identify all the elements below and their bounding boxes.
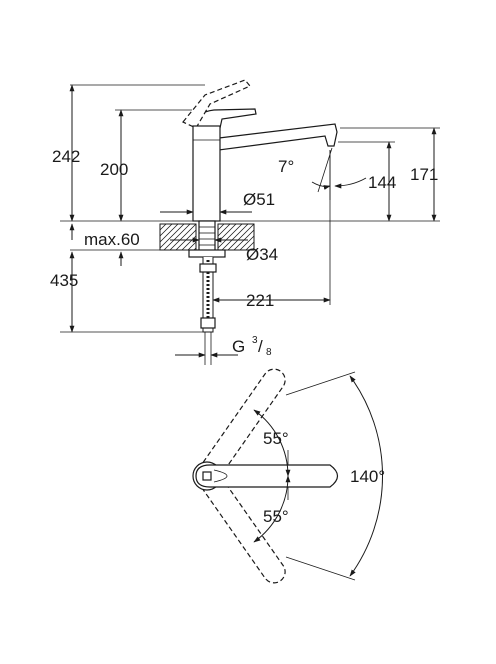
- faucet-top-handle: [195, 464, 339, 488]
- counter-hatch-line: [159, 223, 179, 243]
- counter-hatch-line: [217, 223, 225, 231]
- angle-7-dimension: 7°: [278, 147, 367, 200]
- dim-51-label: Ø51: [243, 190, 275, 209]
- dim-171-label: 171: [410, 165, 438, 184]
- supply-hoses: [199, 257, 217, 365]
- thread-dimension: G 3 / 8: [175, 335, 272, 358]
- side-view: 242 200 171 144 7°: [50, 79, 440, 365]
- height-171-dimension: 171: [410, 127, 438, 222]
- angle-total-label: 140°: [350, 467, 385, 486]
- counter-hatch-line: [169, 223, 197, 251]
- angle-upper-label: 55°: [263, 429, 289, 448]
- counter-hatch-line: [159, 223, 185, 249]
- counter-hatch-line: [245, 241, 255, 251]
- counter-hatch-line: [217, 223, 243, 249]
- diameter-34-dimension: Ø34: [170, 237, 278, 264]
- height-242-dimension: 242: [52, 84, 80, 222]
- angle-140-dimension: 140°: [285, 371, 385, 581]
- counter-hatch-line: [187, 241, 197, 251]
- dim-221-label: 221: [246, 291, 274, 310]
- counter-hatch-line: [159, 223, 167, 231]
- hose-length-435-dimension: 435: [50, 251, 78, 333]
- counter-hatch-line: [163, 223, 191, 251]
- top-view: 55° 55° 140°: [192, 368, 385, 584]
- counter-hatch-line: [221, 223, 249, 251]
- counter-hatch-line: [251, 247, 255, 251]
- angle-55-lower-dimension: 55°: [253, 475, 291, 543]
- angle-lower-label: 55°: [263, 507, 289, 526]
- thread-numerator: 3: [252, 335, 258, 346]
- thread-slash: /: [258, 337, 263, 356]
- counter-hatch-line: [159, 223, 173, 237]
- counter-hatch-line: [227, 223, 255, 251]
- dim-7deg-label: 7°: [278, 157, 294, 176]
- dim-34-label: Ø34: [246, 245, 278, 264]
- diameter-51-dimension: Ø51: [160, 190, 275, 215]
- thread-denominator: 8: [266, 347, 272, 358]
- height-144-dimension: 144: [368, 141, 396, 222]
- counter-hatch-line: [239, 235, 255, 251]
- reach-221-dimension: 221: [212, 291, 331, 310]
- dim-200-label: 200: [100, 160, 128, 179]
- angle-55-upper-dimension: 55°: [253, 409, 291, 477]
- dim-max60-label: max.60: [84, 230, 140, 249]
- thread-g-label: G: [232, 337, 245, 356]
- dim-435-label: 435: [50, 271, 78, 290]
- max-60-dimension: max.60: [69, 223, 160, 266]
- height-200-dimension: 200: [100, 109, 128, 222]
- faucet-side: [182, 79, 338, 222]
- counter-section: [159, 220, 255, 258]
- dim-144-label: 144: [368, 173, 396, 192]
- counter-hatch-line: [217, 223, 231, 237]
- dim-242-label: 242: [52, 147, 80, 166]
